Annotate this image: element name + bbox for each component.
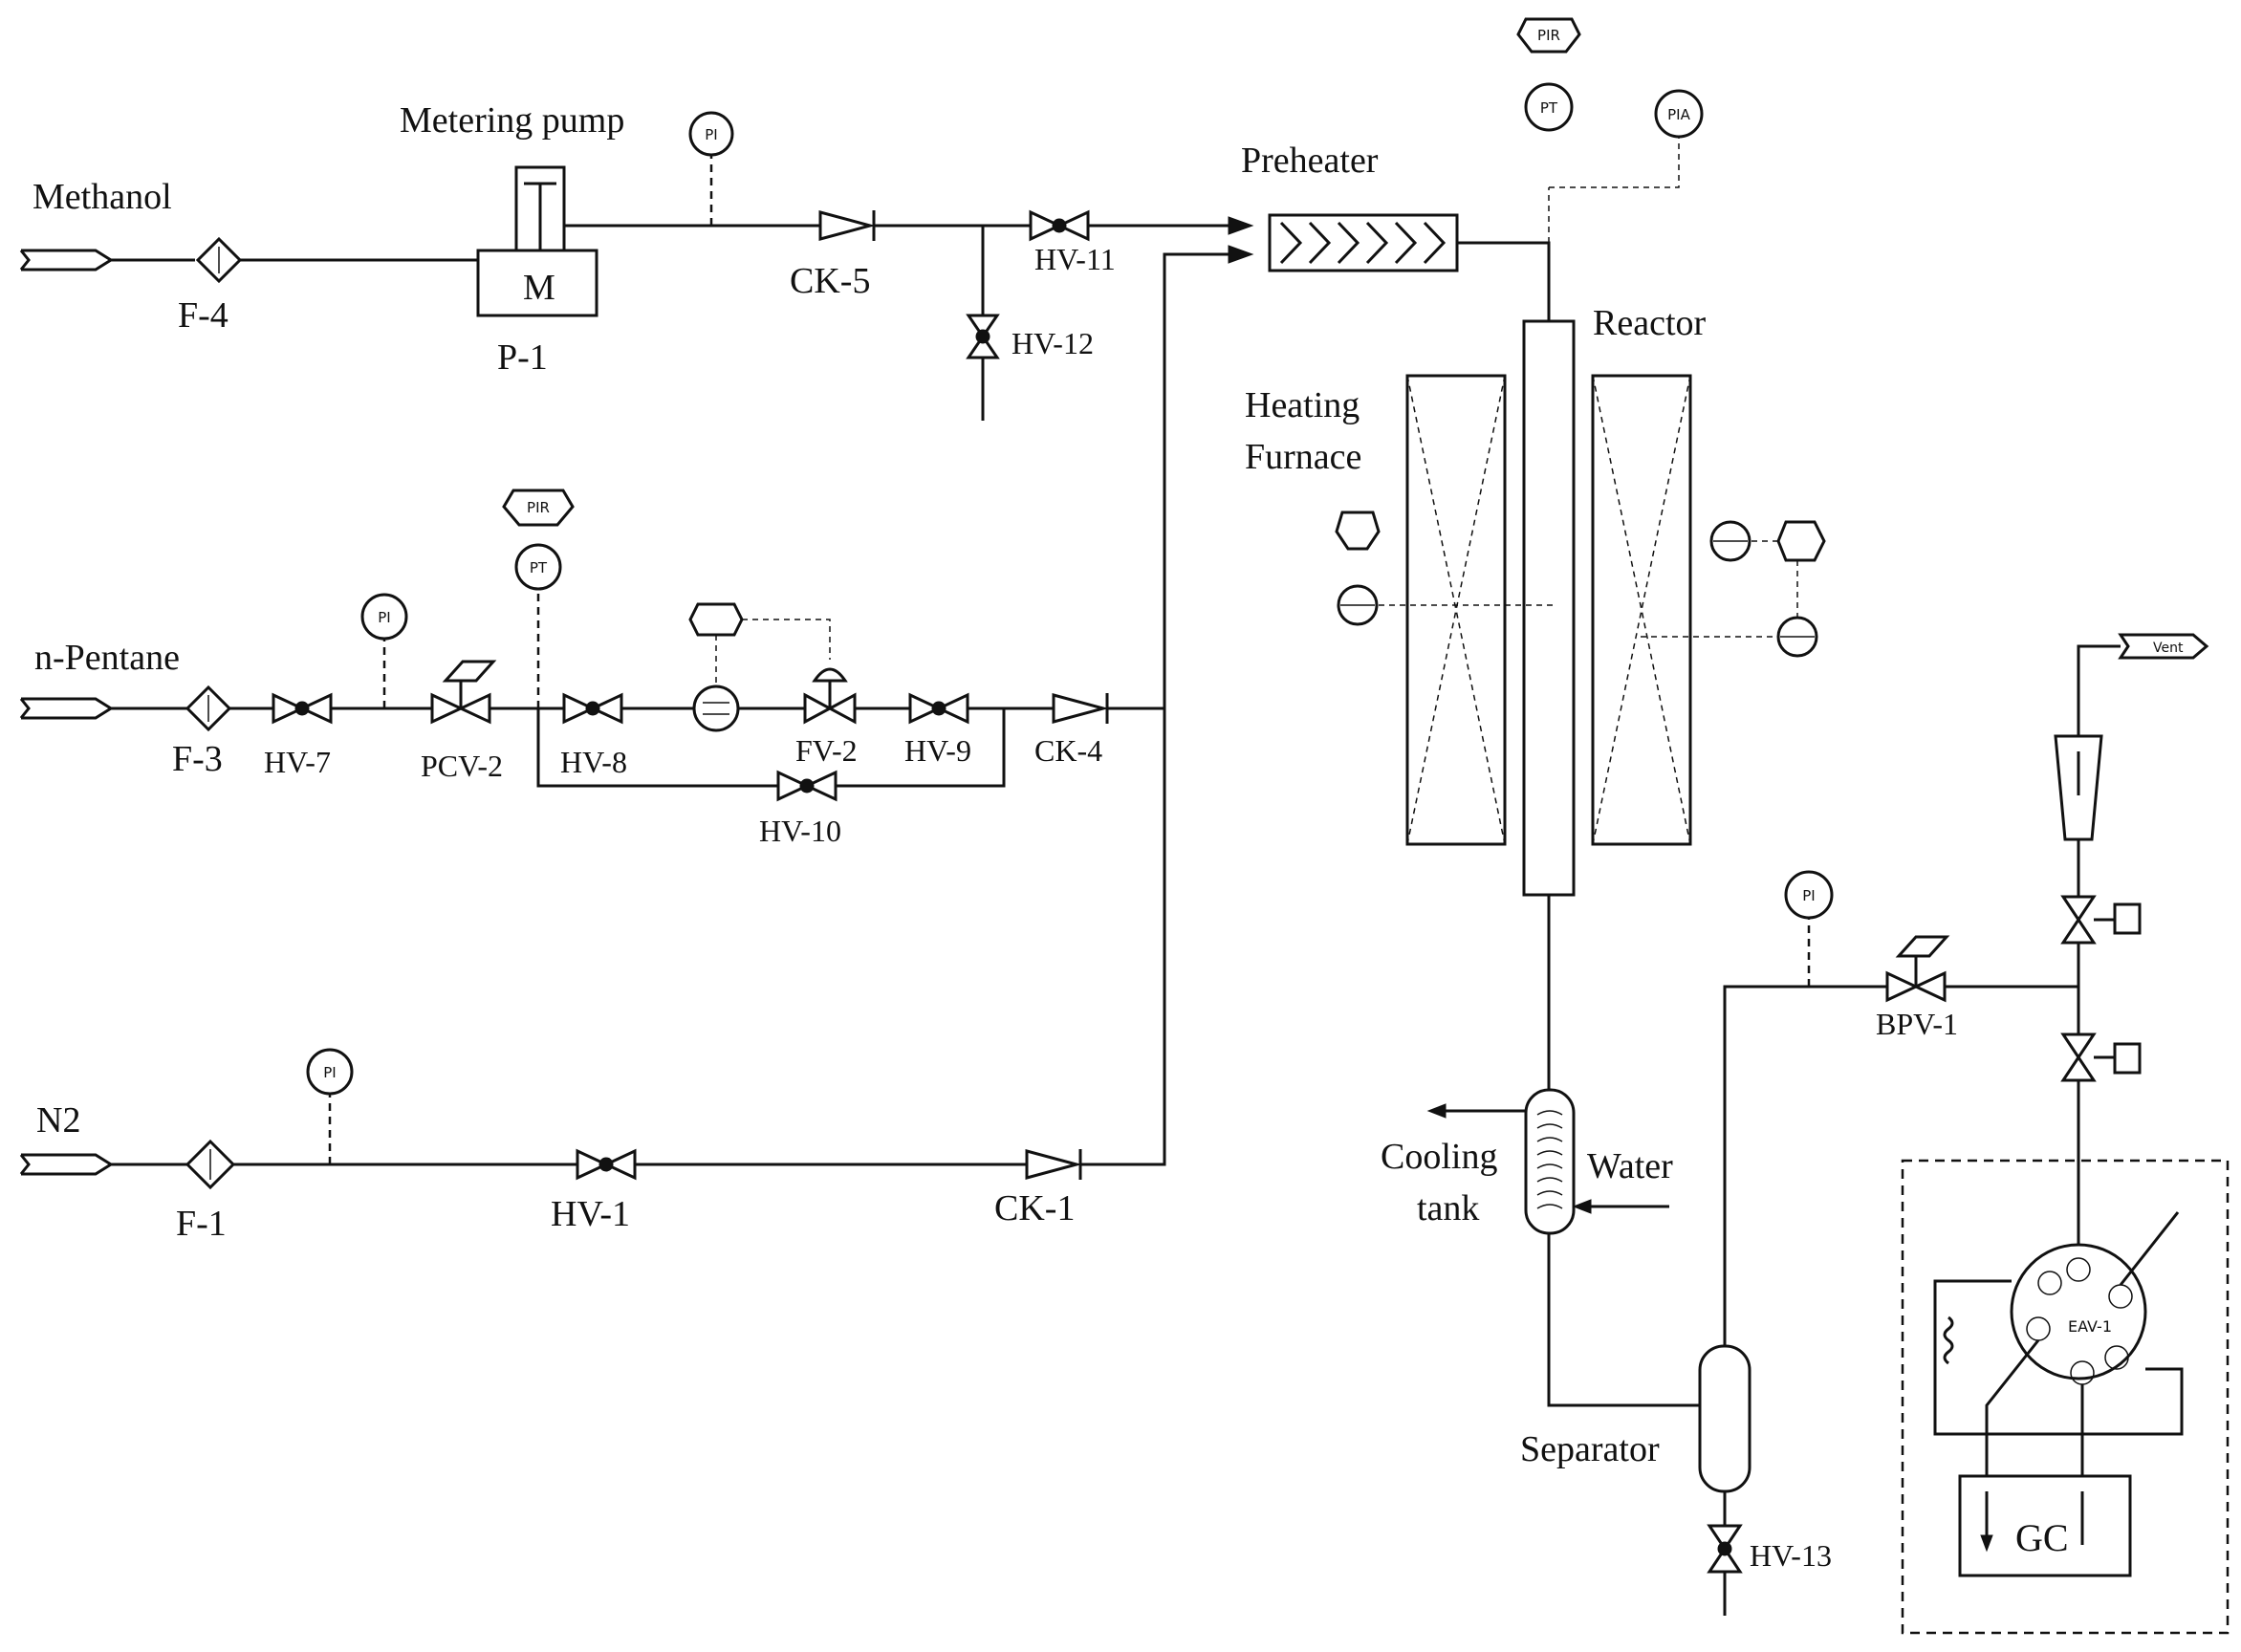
p1-label: P-1 — [497, 337, 548, 378]
hv8-label: HV-8 — [560, 745, 627, 779]
hv9-label: HV-9 — [904, 733, 971, 768]
flow-controller — [688, 602, 744, 637]
filter-f3 — [185, 685, 232, 732]
reactor — [1522, 319, 1576, 897]
preheater-label: Preheater — [1241, 141, 1379, 181]
heating-furnace-label-1: Heating — [1245, 385, 1360, 425]
fv2-label: FV-2 — [795, 733, 858, 768]
f1-label: F-1 — [176, 1204, 227, 1244]
pcv2-label: PCV-2 — [421, 749, 503, 783]
reactor-label: Reactor — [1593, 303, 1707, 343]
valve-hv12 — [966, 314, 1000, 359]
ck4-label: CK-4 — [1034, 733, 1102, 768]
svg-text:PIR: PIR — [1537, 27, 1560, 44]
pir-n-pentane: PIR — [502, 489, 575, 527]
bpv1-label: BPV-1 — [1876, 1007, 1958, 1041]
svg-text:PIA: PIA — [1667, 106, 1690, 123]
svg-text:PIR: PIR — [527, 499, 550, 516]
methanol-label: Methanol — [33, 177, 172, 217]
vent-branch: Vent — [2054, 633, 2209, 987]
svg-text:PT: PT — [530, 559, 548, 576]
svg-text:PI: PI — [323, 1064, 336, 1081]
hv10-label: HV-10 — [759, 814, 841, 848]
pt-n-pentane: PT — [514, 543, 562, 591]
svg-text:PT: PT — [1540, 99, 1558, 117]
valve-hv13 — [1707, 1524, 1743, 1574]
cooling-tank — [1524, 1088, 1576, 1235]
filter-f4 — [195, 236, 243, 284]
methanol-inlet-arrow — [19, 249, 114, 272]
furnace-temperature-instruments — [1335, 511, 1826, 658]
metering-pump-p1 — [476, 165, 598, 317]
valve-hv10 — [776, 770, 838, 802]
heating-furnace-label-2: Furnace — [1245, 437, 1361, 477]
gas-chromatograph: GC — [1958, 1474, 2132, 1577]
eav1-label: EAV-1 — [2068, 1317, 2112, 1336]
valve-hv7 — [272, 692, 333, 725]
hv11-label: HV-11 — [1034, 242, 1116, 276]
valve-fv2 — [803, 667, 857, 725]
check-valve-ck5 — [818, 210, 876, 241]
valve-hv8 — [562, 692, 623, 725]
pi-n2: PI — [306, 1048, 354, 1096]
ck1-label: CK-1 — [994, 1188, 1075, 1228]
methanol-line: F-4 M Metering pump P-1 Methanol PI CK-5… — [19, 100, 1254, 421]
svg-text:PI: PI — [705, 126, 717, 143]
pir-reactor: PIR — [1516, 17, 1581, 54]
n2-line: N2 F-1 PI HV-1 CK-1 — [19, 245, 1254, 1244]
sample-loop — [1943, 1315, 1954, 1365]
heating-furnace — [1405, 374, 1692, 846]
hv7-label: HV-7 — [264, 745, 331, 779]
hv12-label: HV-12 — [1012, 326, 1094, 360]
separator-label: Separator — [1520, 1429, 1660, 1469]
n-pentane-line: n-Pentane F-3 HV-7 PI PCV-2 PT — [19, 489, 1164, 848]
pt-reactor: PT — [1524, 82, 1574, 132]
n2-label: N2 — [36, 1100, 80, 1141]
gc-analyzer-enclosure — [1901, 1159, 2230, 1635]
pi-separator: PI — [1784, 870, 1834, 920]
separator — [1698, 1344, 1751, 1493]
n-pentane-label: n-Pentane — [34, 638, 180, 678]
n-pentane-inlet-arrow — [19, 697, 114, 720]
vent-arrow — [2118, 633, 2209, 660]
cooling-tank-label-1: Cooling — [1381, 1137, 1497, 1177]
gc-label: GC — [2015, 1516, 2069, 1559]
hv13-label: HV-13 — [1750, 1538, 1832, 1573]
metering-pump-label: Metering pump — [400, 100, 624, 141]
svg-text:PI: PI — [378, 609, 390, 626]
pi-methanol: PI — [688, 111, 734, 157]
pump-motor-label: M — [523, 268, 555, 308]
f3-label: F-3 — [172, 739, 223, 779]
preheater — [1268, 213, 1459, 272]
ck5-label: CK-5 — [790, 261, 870, 301]
hv1-label: HV-1 — [551, 1194, 630, 1234]
filter-f1 — [185, 1139, 236, 1190]
valve-hv9 — [908, 692, 969, 725]
water-label: Water — [1587, 1146, 1673, 1186]
check-valve-ck4 — [1052, 693, 1109, 724]
gc-sampling-branch: EAV-1 GC — [1901, 987, 2230, 1635]
vent-label: Vent — [2153, 641, 2184, 656]
n2-inlet-arrow — [19, 1153, 114, 1176]
valve-hv11 — [1029, 209, 1090, 242]
cooling-tank-label-2: tank — [1417, 1188, 1479, 1228]
svg-text:PI: PI — [1802, 887, 1815, 904]
sampling-valve-eav1: EAV-1 — [2010, 1243, 2147, 1385]
valve-bpv1 — [1885, 935, 1950, 1003]
f4-label: F-4 — [178, 295, 228, 336]
valve-pcv2 — [430, 660, 497, 725]
flow-meter-fi — [692, 685, 740, 732]
check-valve-ck1 — [1025, 1149, 1082, 1180]
pi-n-pentane: PI — [360, 593, 408, 641]
pia-reactor: PIA — [1654, 89, 1704, 139]
valve-hv1 — [576, 1148, 637, 1181]
reactor-instruments: PT PIR PIA — [1516, 17, 1704, 243]
rotameter — [2054, 734, 2103, 841]
